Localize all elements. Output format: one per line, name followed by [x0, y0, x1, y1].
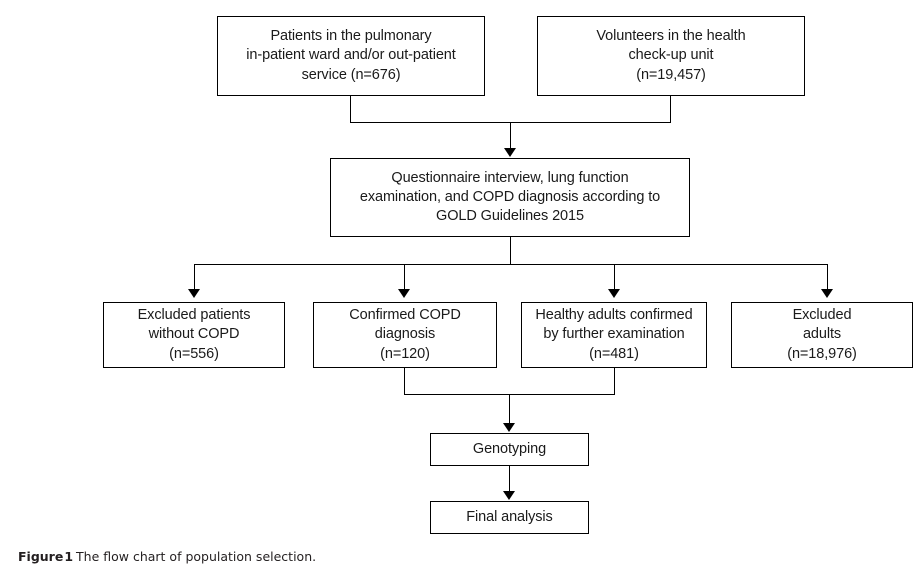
edge-merge-stem-bottom [509, 394, 510, 425]
node-healthy-adults: Healthy adults confirmed by further exam… [521, 302, 707, 368]
edge-split-drop-1 [194, 264, 195, 291]
edge-split-drop-4 [827, 264, 828, 291]
arrowhead-to-healthy-adults [608, 289, 620, 298]
caption-number: 1 [64, 549, 74, 564]
edge-confirmed-drop [404, 368, 405, 395]
arrowhead-to-confirmed-copd [398, 289, 410, 298]
node-excluded-patients: Excluded patients without COPD (n=556) [103, 302, 285, 368]
arrowhead-to-excluded-adults [821, 289, 833, 298]
node-assessment: Questionnaire interview, lung function e… [330, 158, 690, 237]
node-volunteers-source: Volunteers in the health check-up unit (… [537, 16, 805, 96]
arrowhead-to-excluded-patients [188, 289, 200, 298]
node-confirmed-copd: Confirmed COPD diagnosis (n=120) [313, 302, 497, 368]
caption-text: The flow chart of population selection. [76, 549, 317, 564]
edge-assessment-stem [510, 237, 511, 265]
arrowhead-to-final-analysis [503, 491, 515, 500]
node-patients-source: Patients in the pulmonary in-patient war… [217, 16, 485, 96]
edge-genotyping-to-final [509, 466, 510, 493]
node-genotyping: Genotyping [430, 433, 589, 466]
edge-split-bar [194, 264, 827, 265]
caption-label: Figure [18, 549, 64, 564]
edge-merge-stem-top [510, 122, 511, 150]
edge-patients-drop [350, 96, 351, 123]
edge-volunteers-drop [670, 96, 671, 123]
arrowhead-to-genotyping [503, 423, 515, 432]
edge-split-drop-3 [614, 264, 615, 291]
node-final-analysis: Final analysis [430, 501, 589, 534]
node-excluded-adults: Excluded adults (n=18,976) [731, 302, 913, 368]
edge-healthy-drop [614, 368, 615, 395]
edge-split-drop-2 [404, 264, 405, 291]
arrowhead-to-assessment [504, 148, 516, 157]
